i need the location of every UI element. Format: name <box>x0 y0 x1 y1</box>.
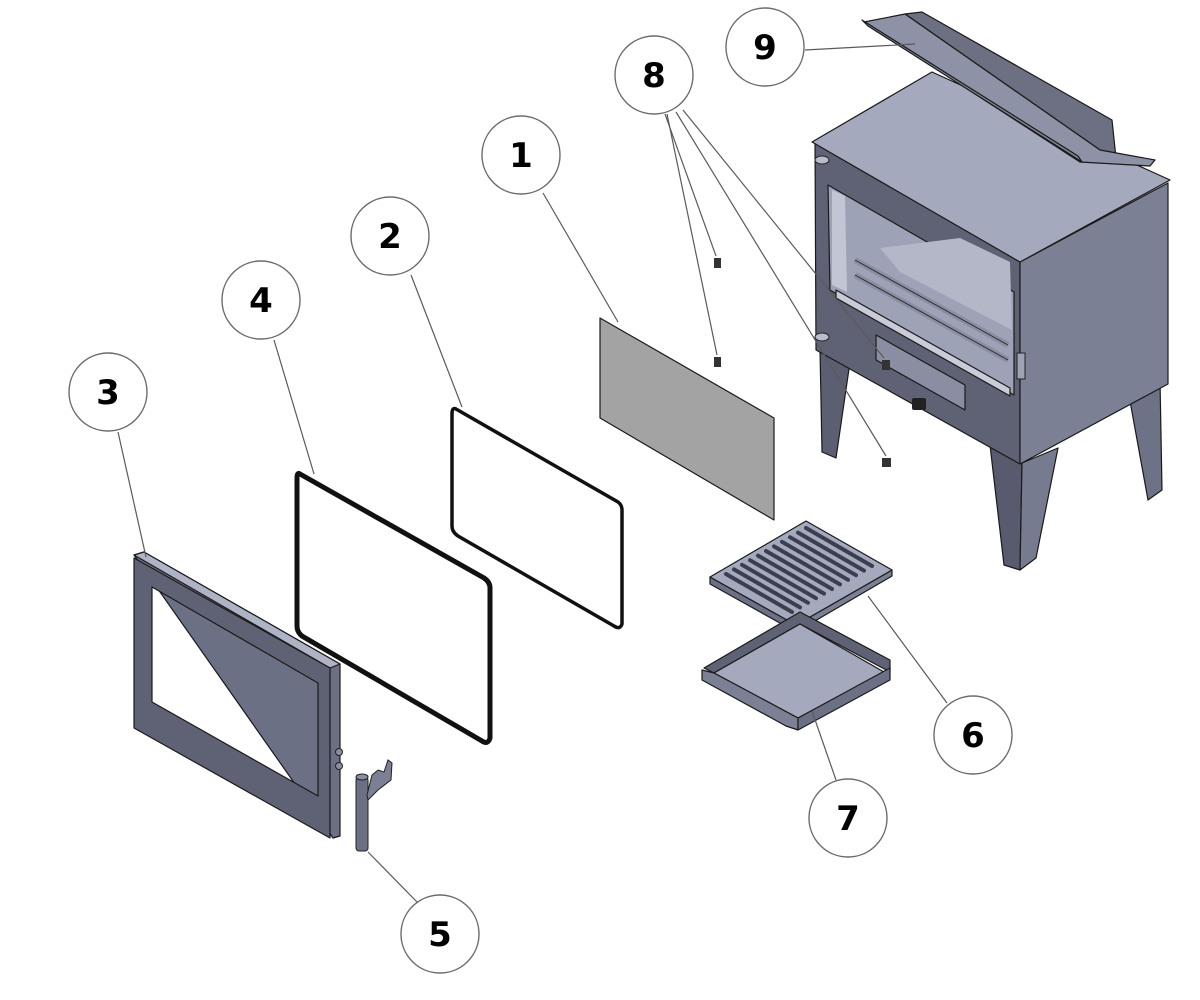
hinge-bottom-icon <box>814 332 830 342</box>
callout-circle <box>808 778 888 858</box>
leader-8c <box>675 111 887 457</box>
callout-number: 7 <box>836 799 860 839</box>
stove-side-face <box>1019 182 1169 465</box>
part-8-glass-clips <box>714 258 891 467</box>
glass-clip <box>714 357 721 367</box>
callout-number: 6 <box>961 716 985 756</box>
stove-top <box>811 71 1171 263</box>
part-4-door-seal-rope <box>294 471 493 745</box>
part-5-door-handle <box>355 759 393 852</box>
leader-8d <box>682 109 885 359</box>
grate-slot <box>796 530 866 573</box>
grate-slot <box>732 567 802 610</box>
callout-circle <box>68 352 148 432</box>
callout-circle <box>933 695 1013 775</box>
door-hinge-pin <box>335 748 343 756</box>
baffle-front-lip <box>861 19 1083 163</box>
handle-shaft-top <box>355 773 369 781</box>
part-1-door-glass <box>599 317 775 521</box>
firebox-left-wall <box>832 190 847 292</box>
grate-slot <box>724 572 794 614</box>
part-7-ash-pan <box>701 611 891 731</box>
firebox-bar <box>854 274 1009 361</box>
leader-1 <box>542 192 619 323</box>
baffle-floor <box>863 13 1156 167</box>
grate-slot <box>756 553 826 596</box>
handle-shaft <box>355 776 369 852</box>
ash-pan-side <box>797 667 891 731</box>
stove-leg-front <box>989 444 1023 571</box>
leader-7 <box>811 710 837 781</box>
ash-pan-floor <box>713 623 885 719</box>
leader-8a <box>664 113 717 257</box>
stove-leg-front-side <box>1019 447 1059 571</box>
part-9-baffle-plate <box>861 11 1156 167</box>
callout-circle <box>614 35 694 115</box>
callout-circle <box>350 196 430 276</box>
part-2-glass-gasket <box>450 406 624 630</box>
grate-slot <box>780 539 850 582</box>
callout-number: 2 <box>378 217 402 257</box>
callout-8: 8 <box>614 35 694 115</box>
door-frame-face <box>133 557 331 839</box>
leader-4 <box>273 339 315 475</box>
callout-9: 9 <box>725 7 805 87</box>
handle-fork <box>366 759 393 802</box>
callout-1: 1 <box>481 115 561 195</box>
callout-circle <box>221 260 301 340</box>
leader-8b <box>666 113 718 356</box>
firebox-floor <box>880 238 1012 330</box>
leader-3 <box>117 431 147 558</box>
air-control-knob <box>912 398 926 410</box>
grate-slot <box>740 562 810 605</box>
leader-9 <box>804 43 916 51</box>
grate-slot <box>772 544 842 587</box>
leader-lines <box>117 43 948 904</box>
callout-circle <box>400 894 480 974</box>
callout-number: 8 <box>642 56 666 96</box>
door-latch-catch <box>1016 352 1026 380</box>
callout-2: 2 <box>350 196 430 276</box>
callout-circle <box>725 7 805 87</box>
callout-number: 5 <box>428 915 452 955</box>
callout-number: 9 <box>753 28 777 68</box>
grate-slot <box>804 526 874 568</box>
grate-slot <box>788 535 858 578</box>
callout-number: 1 <box>509 136 533 176</box>
callout-6: 6 <box>933 695 1013 775</box>
glass-clip <box>714 258 721 268</box>
glass-clip <box>882 458 891 467</box>
callout-number: 3 <box>96 373 120 413</box>
stove-body <box>811 71 1171 571</box>
door-hinge-pin <box>335 762 343 770</box>
callout-5: 5 <box>400 894 480 974</box>
glass-clip <box>882 360 890 370</box>
air-inlet-slot <box>875 334 966 411</box>
callout-7: 7 <box>808 778 888 858</box>
leader-6 <box>867 595 948 704</box>
callout-number: 4 <box>249 281 273 321</box>
part-6-grate <box>709 520 893 633</box>
grate-slot <box>764 549 834 591</box>
part-3-door-frame <box>133 551 343 839</box>
leader-2 <box>410 274 463 408</box>
grate-slot <box>748 558 818 601</box>
callout-3: 3 <box>68 352 148 432</box>
firebox-bar <box>854 259 1009 346</box>
callout-circle <box>481 115 561 195</box>
leader-5 <box>367 851 419 904</box>
firebox-lip <box>835 289 1011 397</box>
callout-4: 4 <box>221 260 301 340</box>
door-frame-top-edge <box>133 551 341 669</box>
hinge-top-icon <box>814 155 830 165</box>
